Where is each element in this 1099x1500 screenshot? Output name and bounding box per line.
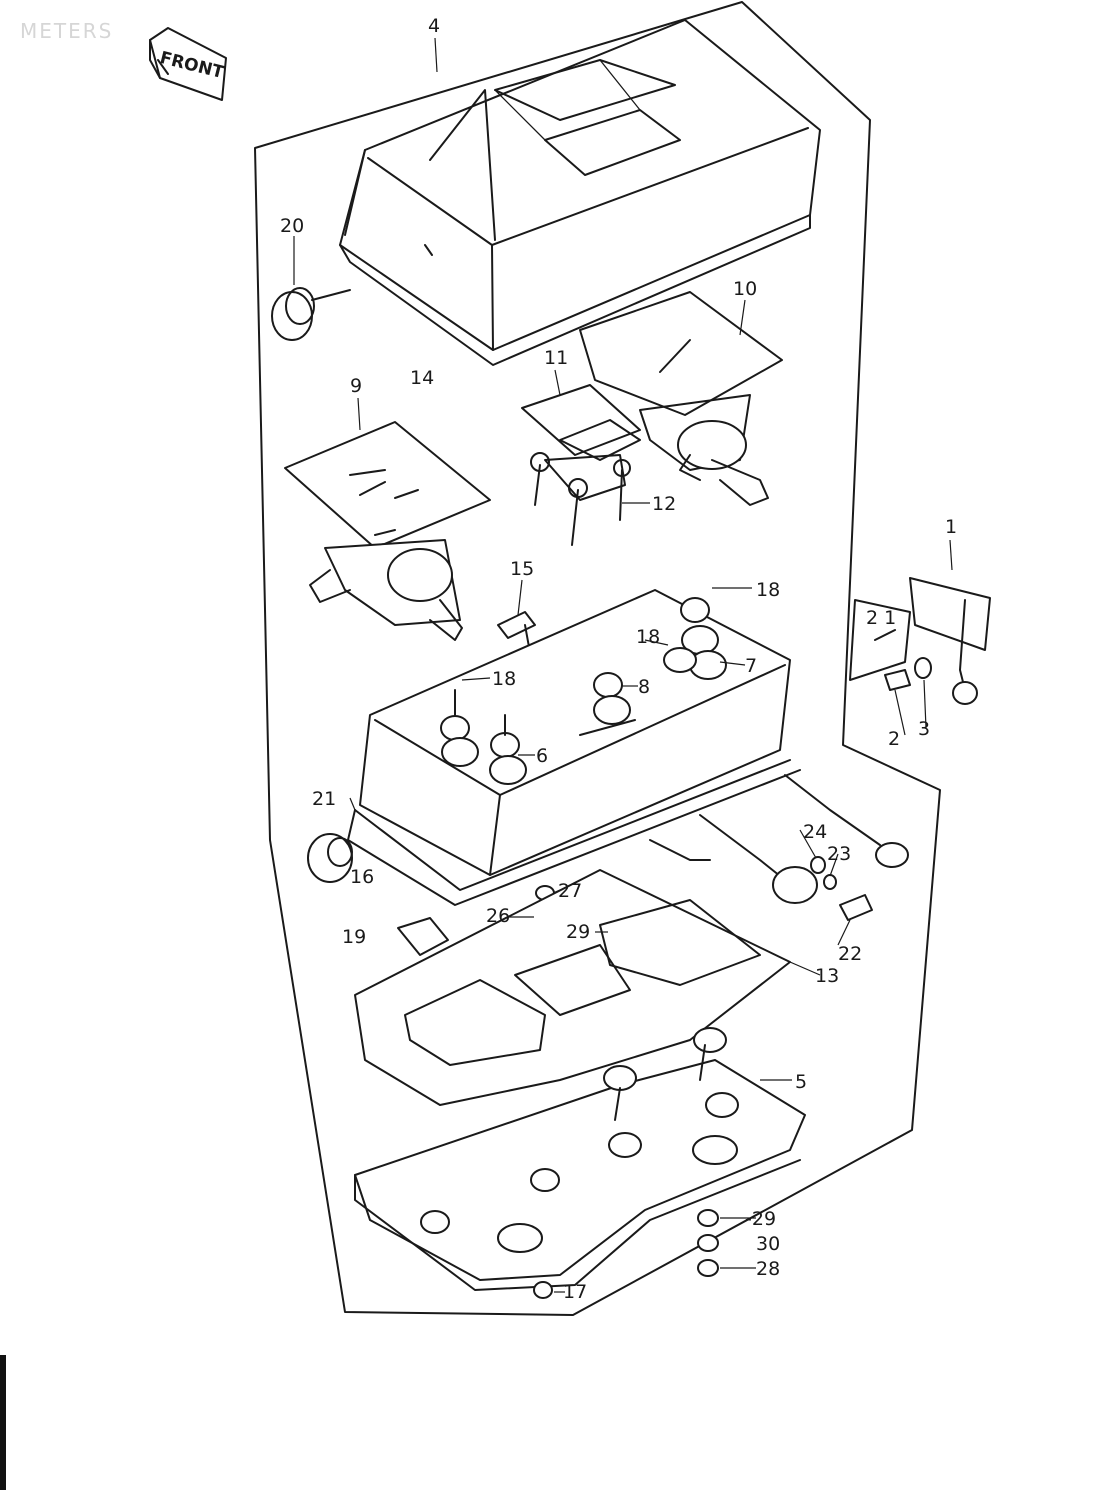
page-title: METERS xyxy=(20,19,113,43)
callout-12: 12 xyxy=(652,493,676,515)
scan-edge-mark xyxy=(0,1355,6,1490)
callout-23: 23 xyxy=(827,843,851,865)
damper-plate xyxy=(354,869,791,1106)
callout-3: 3 xyxy=(918,718,930,740)
callout-20: 20 xyxy=(280,215,304,237)
speedometer-unit xyxy=(284,421,491,641)
callout-18-mid: 18 xyxy=(636,626,660,648)
callout-17: 17 xyxy=(563,1281,587,1303)
callout-22: 22 xyxy=(838,943,862,965)
callout-19: 19 xyxy=(342,926,366,948)
wire-clip xyxy=(397,917,449,956)
screw-and-washer xyxy=(884,657,932,691)
callout-29-bottom: -29 xyxy=(745,1208,776,1230)
callout-13: 13 xyxy=(815,965,839,987)
meter-case xyxy=(347,589,801,906)
callout-1: 1 xyxy=(945,516,957,538)
callout-14: 14 xyxy=(410,367,434,389)
callout-30: 30 xyxy=(756,1233,780,1255)
callout-27: 27 xyxy=(558,880,582,902)
callout-10: 10 xyxy=(733,278,757,300)
callout-18-left: 18 xyxy=(492,668,516,690)
nut-stack xyxy=(697,1209,719,1277)
front-arrow-icon: FRONT xyxy=(149,27,227,101)
callout-7: 7 xyxy=(745,655,757,677)
callout-labels: 4 20 10 11 14 9 12 15 18 18 18 8 7 6 1 2… xyxy=(280,15,957,1303)
callout-24: 24 xyxy=(803,821,827,843)
callout-16: 16 xyxy=(350,866,374,888)
callout-18-top: 18 xyxy=(756,579,780,601)
wiring-harness xyxy=(649,774,909,921)
callout-15: 15 xyxy=(510,558,534,580)
meter-bracket xyxy=(354,1027,806,1291)
bulb-sockets-left xyxy=(440,689,527,785)
callout-6: 6 xyxy=(536,745,548,767)
callout-26: 26 xyxy=(486,905,510,927)
callout-21-right: 2 1 xyxy=(866,607,896,629)
callout-9: 9 xyxy=(350,375,362,397)
callout-8: 8 xyxy=(638,676,650,698)
tachometer-unit xyxy=(579,291,783,506)
indicator-light-unit xyxy=(521,384,641,546)
base-nut xyxy=(533,1281,553,1299)
assembly-outline xyxy=(254,1,941,1316)
callout-11: 11 xyxy=(544,347,568,369)
grommet xyxy=(307,833,353,883)
callout-4: 4 xyxy=(428,15,440,37)
meter-cover xyxy=(339,19,821,366)
leader-lines xyxy=(293,37,953,1293)
bulb-sockets-right xyxy=(579,597,727,736)
callout-28: 28 xyxy=(756,1258,780,1280)
side-indicator-lamp xyxy=(849,577,991,705)
callout-2: 2 xyxy=(888,728,900,750)
callout-29-mid: 29 xyxy=(566,921,590,943)
reset-knob xyxy=(271,287,351,341)
callout-5: 5 xyxy=(795,1071,807,1093)
callout-21-left: 21 xyxy=(312,788,336,810)
